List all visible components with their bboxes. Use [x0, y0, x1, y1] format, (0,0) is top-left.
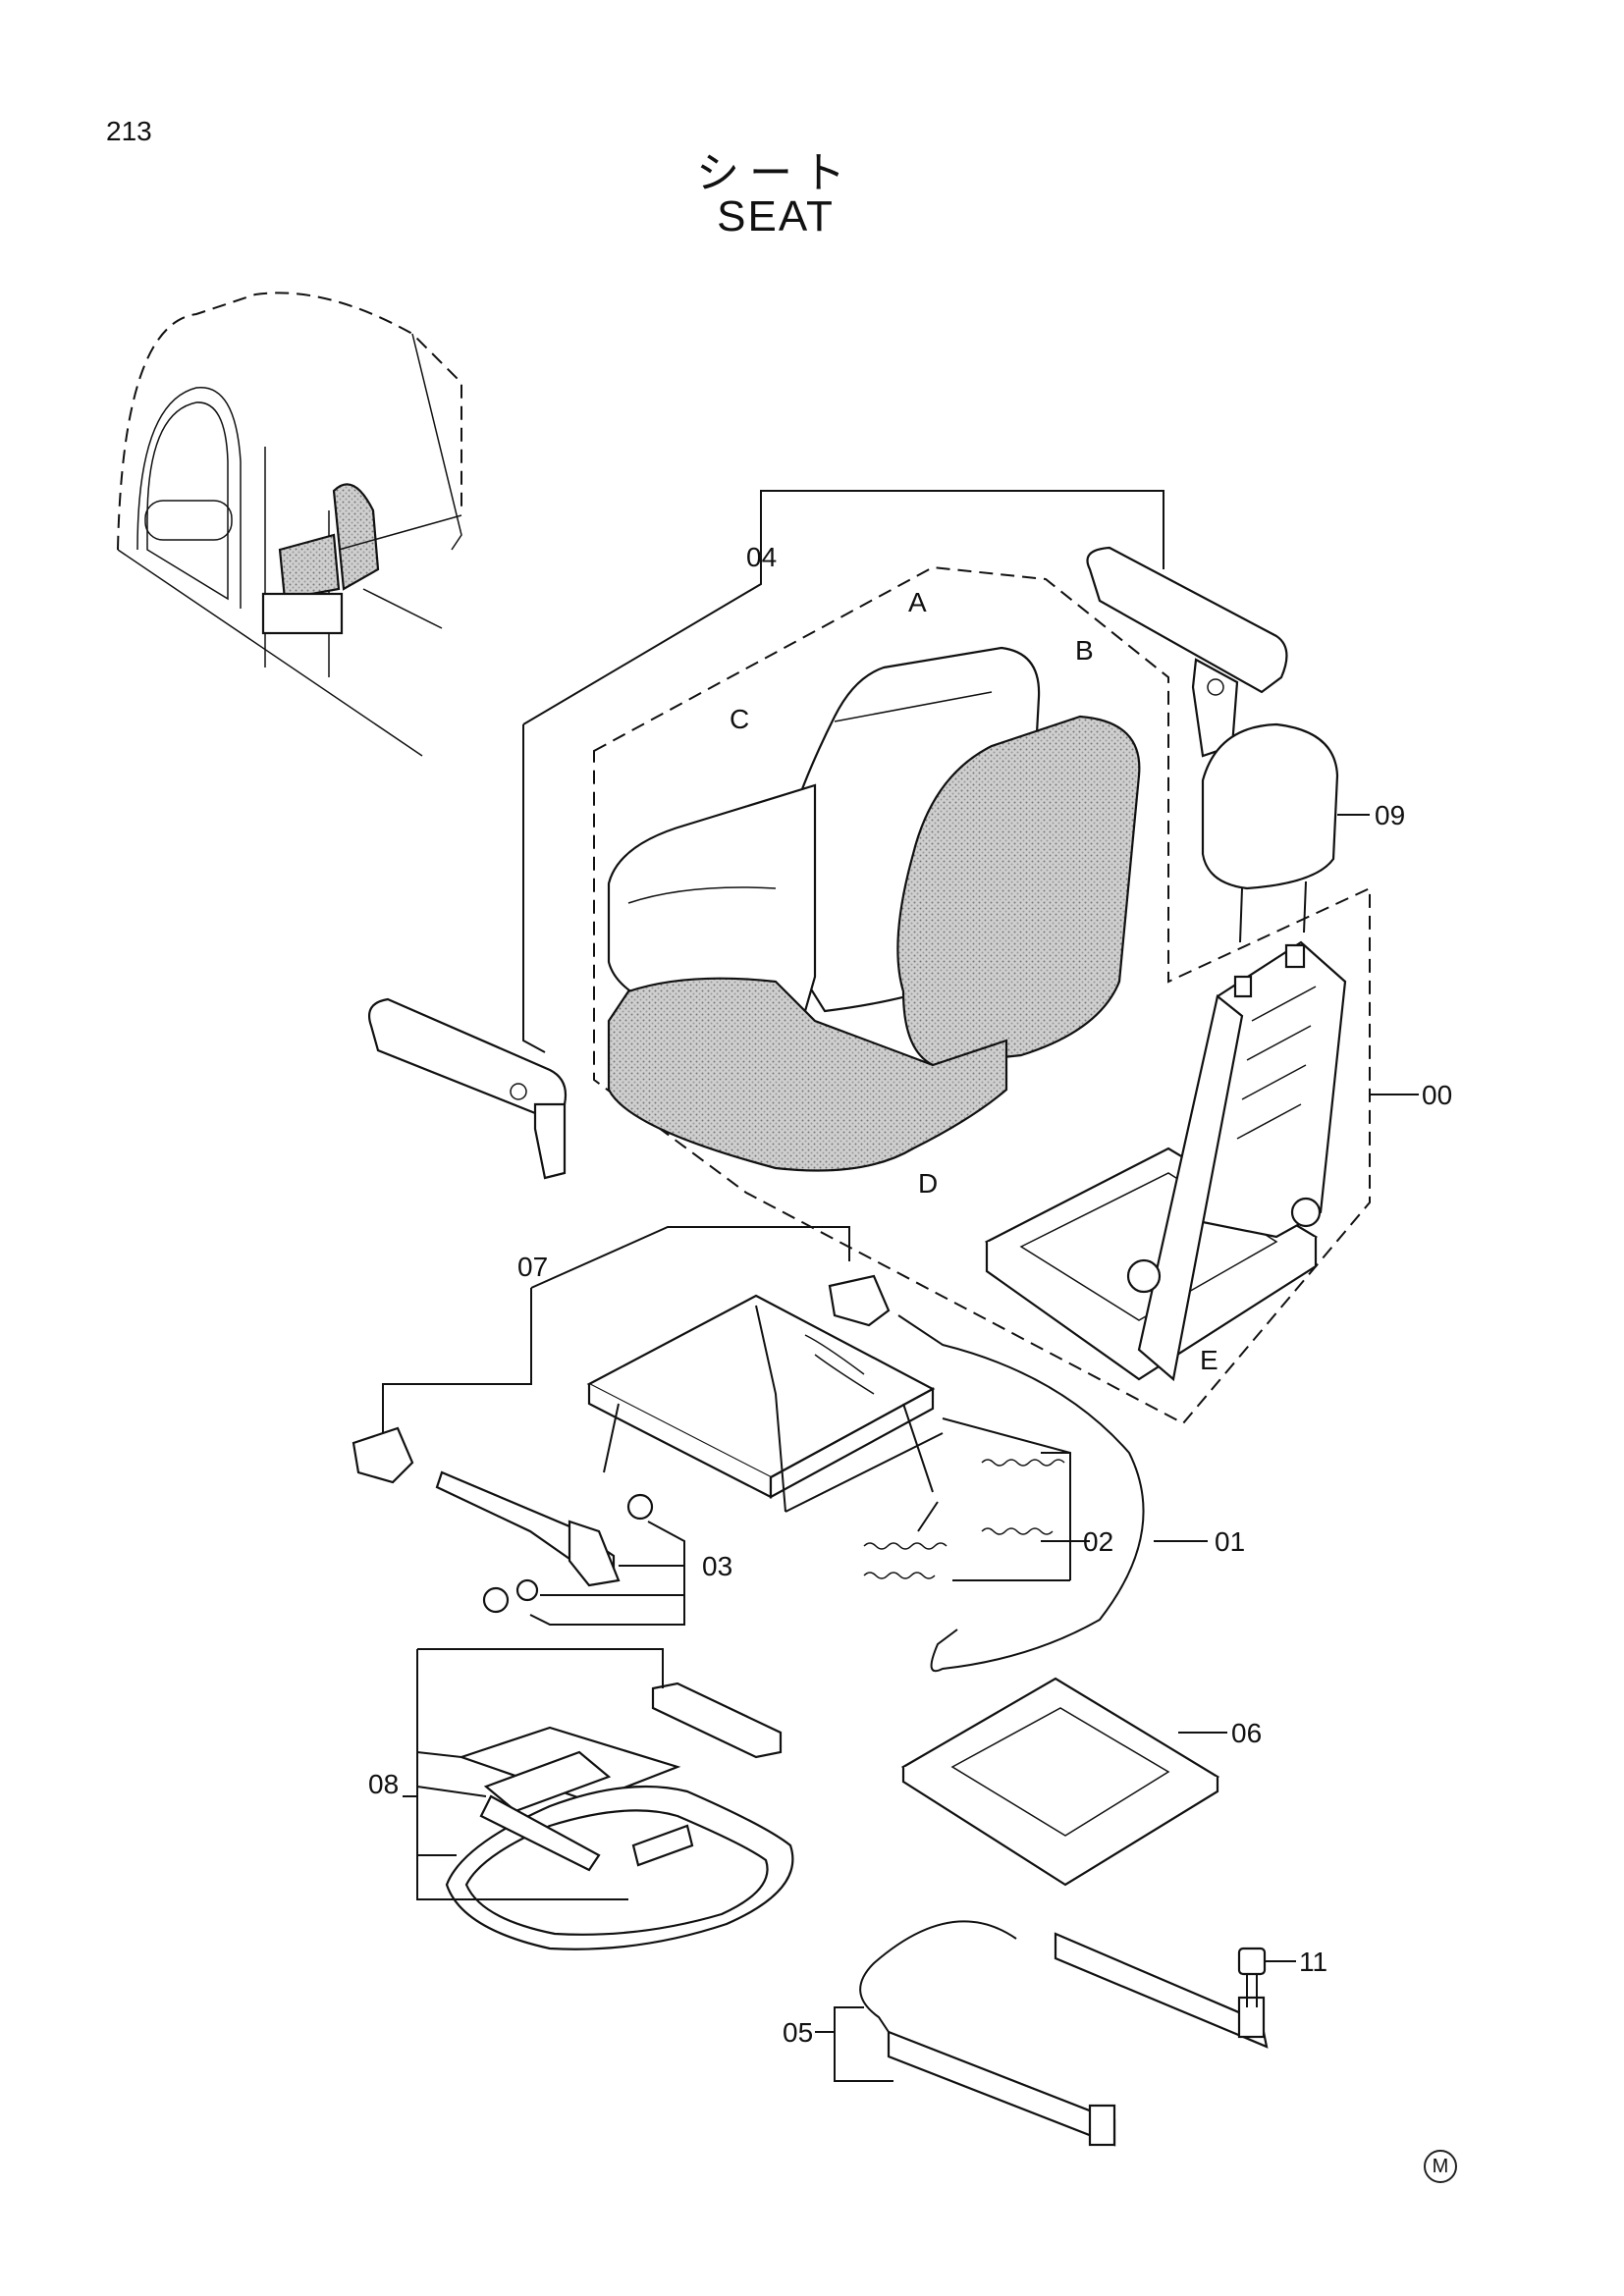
bracket-plate — [568, 1520, 621, 1587]
page-number: 213 — [106, 116, 152, 146]
headrest — [1201, 722, 1370, 943]
suspension-mechanism — [586, 1294, 944, 1532]
cab-illustration — [117, 292, 462, 757]
callout-09: 09 — [1375, 800, 1405, 830]
seat-frame — [984, 940, 1347, 1382]
callout-05: 05 — [783, 2017, 813, 2048]
callout-D: D — [918, 1168, 938, 1199]
callout-01: 01 — [1215, 1526, 1245, 1557]
lever-cap-right — [828, 1274, 891, 1327]
base-plates — [445, 1682, 794, 1950]
left-armrest — [367, 997, 568, 1180]
callout-A: A — [908, 587, 927, 617]
callout-07: 07 — [517, 1252, 548, 1282]
lever-cap-left — [352, 1426, 414, 1484]
callout-06: 06 — [1231, 1718, 1262, 1748]
slide-rail-base — [900, 1677, 1220, 1887]
callout-00: 00 — [1422, 1080, 1452, 1110]
springs — [863, 1459, 1065, 1579]
callout-03: 03 — [702, 1551, 732, 1581]
nut — [482, 1586, 510, 1614]
slide-rails — [859, 1920, 1269, 2147]
right-armrest — [1086, 546, 1288, 758]
callout-E: E — [1200, 1345, 1218, 1375]
callout-02: 02 — [1083, 1526, 1113, 1557]
callout-08: 08 — [368, 1769, 399, 1799]
callout-B: B — [1075, 635, 1094, 666]
title-japanese: シート — [696, 148, 855, 198]
circled-m-mark: M — [1424, 2150, 1457, 2183]
screw — [1237, 1947, 1296, 2007]
washer — [515, 1578, 539, 1602]
callout-C: C — [730, 704, 749, 734]
callout-11: 11 — [1299, 1947, 1327, 1977]
cable — [897, 1314, 1145, 1673]
bottom-cushion — [607, 977, 1008, 1172]
callout-04: 04 — [746, 542, 777, 572]
title-english: SEAT — [717, 192, 835, 240]
bolt-head — [626, 1493, 654, 1521]
